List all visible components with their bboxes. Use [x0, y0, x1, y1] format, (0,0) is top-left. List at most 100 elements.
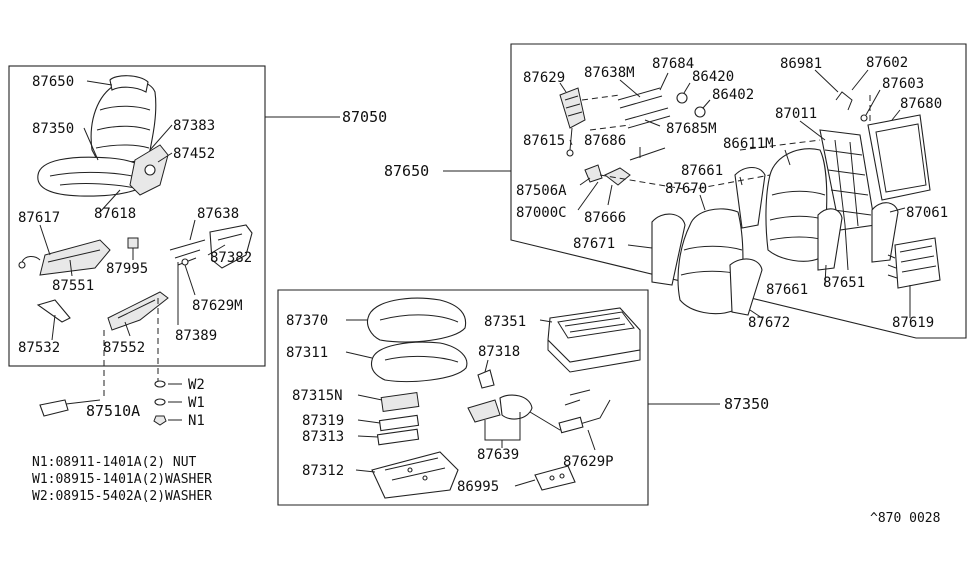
callout-87551: 87551: [52, 278, 94, 294]
callout-87452: 87452: [173, 146, 215, 162]
callout-87661-upper: 87661: [681, 163, 723, 179]
callout-87650-seatback: 87650: [32, 74, 74, 90]
pad-87319: [378, 414, 420, 432]
callout-87510A: 87510A: [86, 402, 140, 420]
note-n1-nut: N1:08911-1401A(2) NUT: [32, 455, 197, 470]
side-panel-87671: [651, 213, 686, 286]
callout-87318: 87318: [478, 344, 520, 360]
callout-87680: 87680: [900, 96, 942, 112]
callout-87685M: 87685M: [666, 121, 717, 137]
callout-87684: 87684: [652, 56, 694, 72]
callout-87602: 87602: [866, 55, 908, 71]
headrest-frame-87680: [867, 114, 931, 201]
grommet-86402: [694, 106, 706, 118]
callout-87370: 87370: [286, 313, 328, 329]
callout-87315N: 87315N: [292, 388, 343, 404]
bracket-87602: [835, 91, 853, 111]
clip-87603: [860, 114, 868, 122]
cushion-trim-87370: [366, 297, 467, 343]
callout-87672: 87672: [748, 315, 790, 331]
callout-87671: 87671: [573, 236, 615, 252]
lumbar-support-87619: [887, 237, 941, 289]
group-frame-87350: [277, 289, 649, 506]
callout-87312: 87312: [302, 463, 344, 479]
callout-87389: 87389: [175, 328, 217, 344]
seat-back-assembly: [90, 75, 157, 166]
callout-87638M: 87638M: [584, 65, 635, 81]
callout-87629P: 87629P: [563, 454, 614, 470]
callout-87639: 87639: [477, 447, 519, 463]
washer-W2: [154, 380, 166, 388]
side-pad-87661a: [734, 166, 766, 229]
callout-87995: 87995: [106, 261, 148, 277]
cushion-pan-87312: [371, 451, 459, 499]
knob-86995: [534, 465, 576, 491]
callout-87350-group: 87350: [724, 395, 769, 413]
callout-87382: 87382: [210, 250, 252, 266]
cover-87532: [36, 299, 71, 323]
slide-rail-cover-87382: [209, 224, 253, 269]
side-pad-87661b: [817, 208, 843, 271]
callout-87638: 87638: [197, 206, 239, 222]
callout-87629M: 87629M: [192, 298, 243, 314]
callout-86995: 86995: [457, 479, 499, 495]
recliner-mechanism: [129, 144, 169, 196]
callout-87552: 87552: [103, 340, 145, 356]
clip-87318: [477, 369, 495, 389]
callout-87661-lower: 87661: [766, 282, 808, 298]
bracket-87552: [107, 291, 169, 331]
group-frame-87650: [510, 43, 967, 339]
note-w2-washer: W2:08915-5402A(2)WASHER: [32, 489, 212, 504]
lumbar-frame-87629: [559, 87, 586, 157]
harness-87638: [169, 239, 206, 266]
assembly-guides-upper: [581, 94, 871, 191]
callout-87350-cushion: 87350: [32, 121, 74, 137]
callout-87619: 87619: [892, 315, 934, 331]
leaders-lower-group: [345, 319, 596, 487]
callout-87506A: 87506A: [516, 183, 567, 199]
callout-87651: 87651: [823, 275, 865, 291]
callout-87383: 87383: [173, 118, 215, 134]
callout-87311: 87311: [286, 345, 328, 361]
callout-87650-group: 87650: [384, 162, 429, 180]
callout-W1: W1: [188, 395, 205, 411]
callout-86402: 86402: [712, 87, 754, 103]
callout-86981: 86981: [780, 56, 822, 72]
harness-87629P: [529, 389, 611, 434]
group-frame-87050: [8, 65, 266, 367]
note-w1-washer: W1:08915-1401A(2)WASHER: [32, 472, 212, 487]
knob-87506A: [584, 164, 603, 183]
callout-87603: 87603: [882, 76, 924, 92]
callout-87000C: 87000C: [516, 205, 567, 221]
switch-87639: [467, 394, 533, 423]
cushion-pad-87311: [370, 341, 468, 382]
bolt-87510A: [39, 399, 101, 417]
callout-86420: 86420: [692, 69, 734, 85]
callout-87351: 87351: [484, 314, 526, 330]
callout-87011: 87011: [775, 106, 817, 122]
diagram-ref-code: ^870 0028: [870, 511, 940, 526]
side-panel-87672: [729, 258, 763, 316]
pad-86611M: [765, 148, 828, 262]
cushion-frame-87351: [547, 307, 641, 373]
grommet-86420: [676, 92, 688, 104]
callout-87615: 87615: [523, 133, 565, 149]
springs-87638M: [617, 87, 671, 161]
leaders-upper-right: [559, 69, 911, 319]
callout-87532: 87532: [18, 340, 60, 356]
callout-87061: 87061: [906, 205, 948, 221]
callout-86611M: 86611M: [723, 136, 774, 152]
nut-N1: [153, 415, 167, 426]
side-cover-87061: [871, 202, 899, 263]
washer-W1: [154, 398, 166, 406]
callout-N1: N1: [188, 413, 205, 429]
clip-87995: [127, 237, 139, 249]
callout-87050: 87050: [342, 108, 387, 126]
callout-W2: W2: [188, 377, 205, 393]
callout-87618: 87618: [94, 206, 136, 222]
seat-track-assembly: [18, 239, 111, 276]
callout-87617: 87617: [18, 210, 60, 226]
bolt-guides: [103, 298, 159, 400]
callout-87629: 87629: [523, 70, 565, 86]
